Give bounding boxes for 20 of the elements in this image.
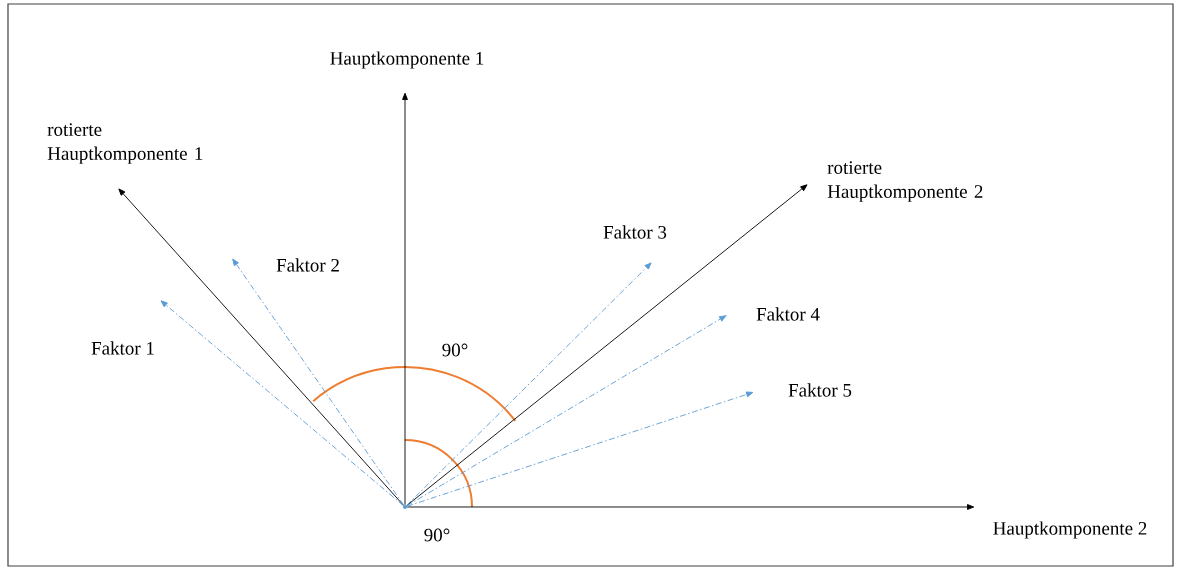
angle-label: 90° [442,343,468,357]
axis-label: Faktor 1 [91,341,154,355]
axis-label: Faktor 4 [756,307,820,321]
axis-label: Faktor 3 [603,225,667,239]
axis-label: Faktor 2 [276,258,339,272]
arrow [406,184,808,507]
arrow [406,262,652,506]
axis-label: rotierte Hauptkomponente 2 [827,161,983,202]
axis-label: Hauptkomponente 1 [330,51,484,69]
origin-point [403,505,407,509]
arrow [232,258,405,506]
angle-label: 90° [424,528,450,542]
axis-label: rotierte Hauptkomponente 1 [47,123,203,164]
arrow [160,300,404,507]
arrow [406,391,754,507]
arrow [406,315,727,507]
axis-label: Faktor 5 [788,383,852,397]
axis-label: Hauptkomponente 2 [993,521,1147,539]
arrow [406,504,975,510]
arrow [402,92,408,506]
